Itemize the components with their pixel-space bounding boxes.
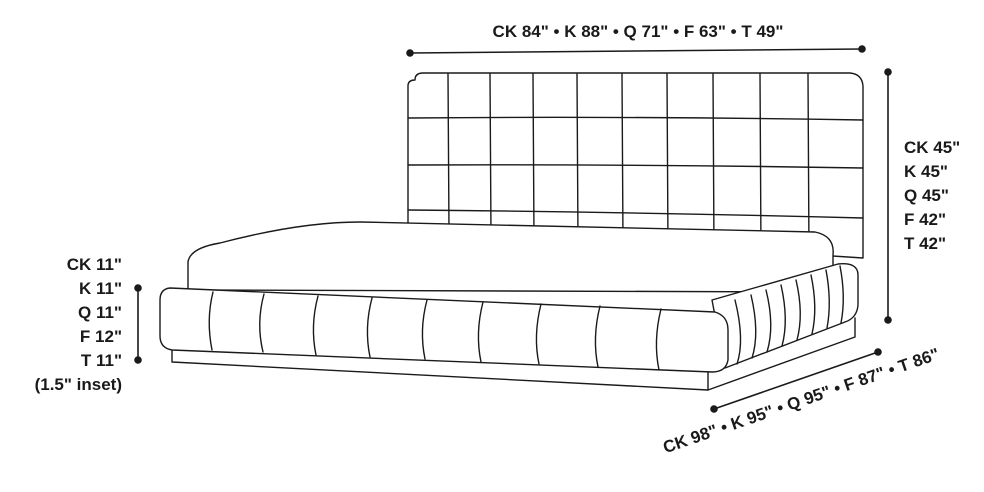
headboard-height-label: T 42" <box>904 234 946 253</box>
headboard-height-label: CK 45" <box>904 138 960 157</box>
width-label: CK 84" • K 88" • Q 71" • F 63" • T 49" <box>493 22 784 41</box>
side-rail <box>711 263 859 369</box>
headboard-height-label: Q 45" <box>904 186 949 205</box>
headboard <box>407 72 864 259</box>
length-dimension-line <box>710 348 882 413</box>
front-rail <box>159 287 729 373</box>
rail-height-label: Q 11" <box>78 303 122 322</box>
mattress <box>187 221 834 293</box>
headboard-height-label: K 45" <box>904 162 948 181</box>
headboard-height-label: F 42" <box>904 210 946 229</box>
headboard-height-dimension-line <box>884 68 892 324</box>
rail-height-label: CK 11" <box>67 255 122 274</box>
rail-height-label: K 11" <box>79 279 122 298</box>
width-dimension-line <box>406 45 866 57</box>
rail-height-labels: CK 11" K 11" Q 11" F 12" T 11" (1.5" ins… <box>35 255 122 394</box>
headboard-height-labels: CK 45" K 45" Q 45" F 42" T 42" <box>904 138 960 253</box>
rail-height-label: T 11" <box>81 351 122 370</box>
rail-height-label: (1.5" inset) <box>35 375 122 394</box>
rail-height-label: F 12" <box>80 327 122 346</box>
rail-height-dimension-line <box>134 284 142 364</box>
